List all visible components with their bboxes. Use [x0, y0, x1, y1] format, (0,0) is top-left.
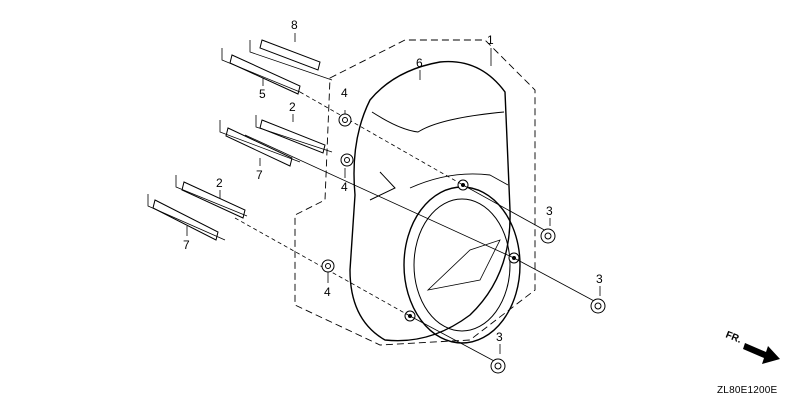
bolts [152, 39, 326, 241]
callout-3: 3 [496, 330, 503, 344]
callout-4: 4 [341, 180, 348, 194]
bolt-7-lower [152, 199, 219, 241]
callout-6: 6 [416, 56, 423, 70]
callout-labels: 1 2 2 3 3 3 4 4 4 5 6 7 7 8 [183, 18, 603, 344]
callout-4: 4 [341, 86, 348, 100]
fan-cover [349, 60, 521, 344]
collar-2 [340, 153, 354, 167]
callout-8: 8 [291, 18, 298, 32]
callout-4: 4 [324, 285, 331, 299]
front-direction-indicator: FR. [724, 330, 780, 364]
callout-5: 5 [259, 87, 266, 101]
nut-2 [590, 298, 606, 314]
collar-3 [321, 259, 335, 273]
arrow-right-icon [743, 343, 780, 364]
callout-7: 7 [183, 238, 190, 252]
callout-2: 2 [216, 176, 223, 190]
bracket-lines [147, 40, 333, 241]
bolt-5 [229, 54, 301, 95]
assembly-boundary [294, 39, 536, 346]
callout-2: 2 [289, 100, 296, 114]
direction-label: FR. [724, 330, 743, 346]
drawing-code: ZL80E1200E [717, 385, 778, 396]
callout-3: 3 [596, 272, 603, 286]
nut-3 [490, 358, 506, 374]
callout-1: 1 [487, 33, 494, 47]
nut-1 [540, 228, 556, 244]
collar-1 [338, 113, 352, 127]
bolt-8 [259, 39, 321, 71]
collars [321, 113, 354, 273]
nuts [490, 228, 606, 374]
bolt-2-lower [181, 181, 246, 219]
callout-3: 3 [546, 204, 553, 218]
callout-7: 7 [256, 168, 263, 182]
